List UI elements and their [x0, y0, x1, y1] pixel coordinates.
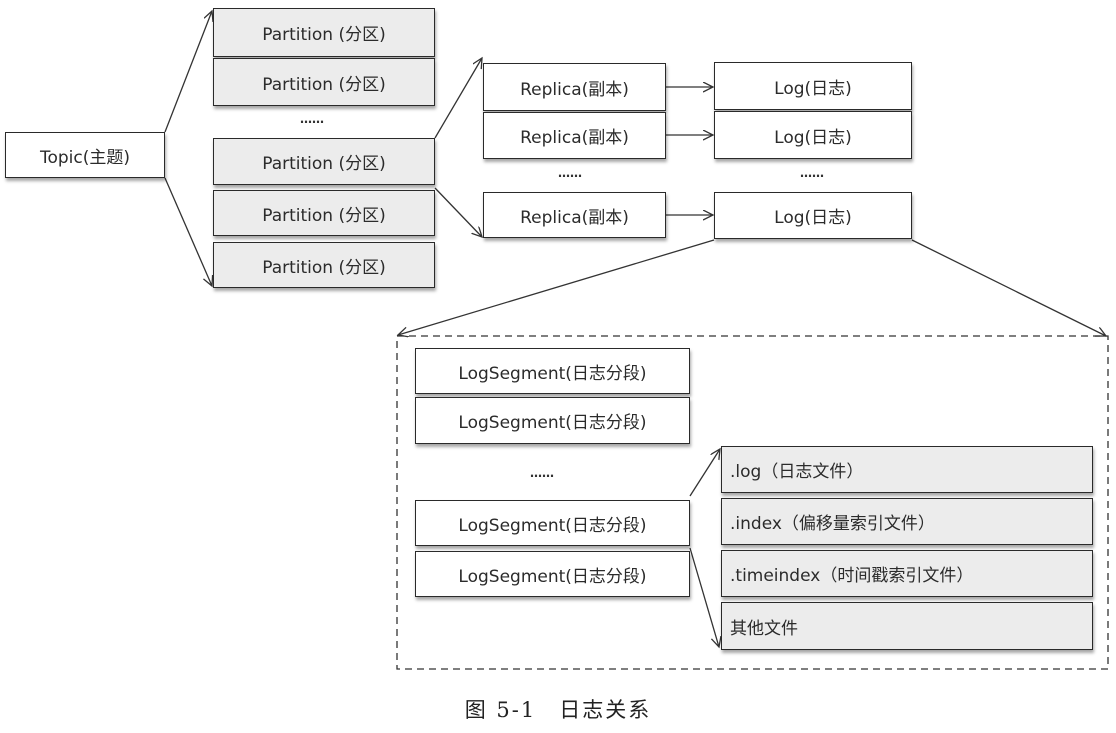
log-box: Log(日志) [714, 192, 912, 239]
segment-file-box: 其他文件 [721, 602, 1093, 650]
arrow-log-to-container-left [398, 239, 715, 335]
partition-box: Partition (分区) [213, 190, 435, 236]
partition-box: Partition (分区) [213, 138, 435, 185]
partition-ellipsis: …… [300, 112, 324, 126]
arrow-log-to-container-right [911, 239, 1106, 336]
arrow-topic-to-partition-top [164, 11, 212, 133]
log-segments-container [396, 335, 1109, 670]
arrow-segment-to-file-bottom [689, 547, 719, 647]
replica-ellipsis: …… [558, 166, 582, 180]
arrow-partition-to-replica-top [434, 58, 482, 139]
log-box: Log(日志) [714, 62, 912, 110]
topic-box: Topic(主题) [5, 132, 165, 178]
log-segment-box: LogSegment(日志分段) [415, 348, 690, 394]
arrow-segment-to-file-top [689, 449, 720, 497]
segment-file-box: .timeindex（时间戳索引文件） [721, 550, 1093, 597]
replica-box: Replica(副本) [483, 192, 666, 238]
log-box: Log(日志) [714, 111, 912, 159]
segment-file-box: .index（偏移量索引文件） [721, 498, 1093, 545]
partition-box: Partition (分区) [213, 58, 435, 106]
log-ellipsis: …… [800, 166, 824, 180]
log-segment-box: LogSegment(日志分段) [415, 551, 690, 597]
arrow-partition-to-replica-bottom [434, 187, 482, 237]
figure-caption: 图 5-1 日志关系 [464, 698, 652, 722]
replica-box: Replica(副本) [483, 63, 666, 111]
log-segment-box: LogSegment(日志分段) [415, 397, 690, 444]
arrow-topic-to-partition-bottom [164, 177, 212, 286]
partition-box: Partition (分区) [213, 8, 435, 57]
log-segment-box: LogSegment(日志分段) [415, 500, 690, 546]
partition-box: Partition (分区) [213, 242, 435, 288]
segment-file-box: .log（日志文件） [721, 446, 1093, 493]
replica-box: Replica(副本) [483, 112, 666, 159]
log-segment-ellipsis: …… [530, 466, 554, 480]
